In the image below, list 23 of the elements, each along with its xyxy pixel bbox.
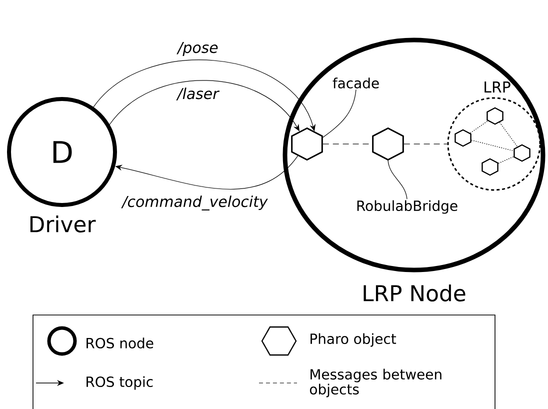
message-line <box>498 156 514 164</box>
legend-label: ROS node <box>86 338 154 348</box>
message-line <box>499 122 518 147</box>
leader-line <box>388 160 408 200</box>
edge-label: /laser <box>176 86 220 102</box>
edge-label: /pose <box>176 41 220 57</box>
node-caption: Driver <box>30 216 96 232</box>
message-line <box>471 140 514 152</box>
small-hexagon <box>454 129 472 147</box>
node-heading: LRP <box>484 82 510 92</box>
small-hexagon <box>486 107 504 125</box>
node-caption: LRP Node <box>364 284 466 302</box>
legend-label: ROS topic <box>86 376 153 390</box>
small-hexagon <box>482 158 498 176</box>
legend-label: Pharo object <box>310 333 396 347</box>
small-hexagon <box>514 144 530 162</box>
object-label: facade <box>332 78 379 88</box>
leader-line <box>322 89 356 138</box>
legend-label: Messages between objects <box>310 368 442 398</box>
object-label: RobulabBridge <box>357 200 458 214</box>
edge-label: /command_velocity <box>121 194 269 212</box>
message-line <box>470 120 488 134</box>
message-line <box>404 143 448 145</box>
